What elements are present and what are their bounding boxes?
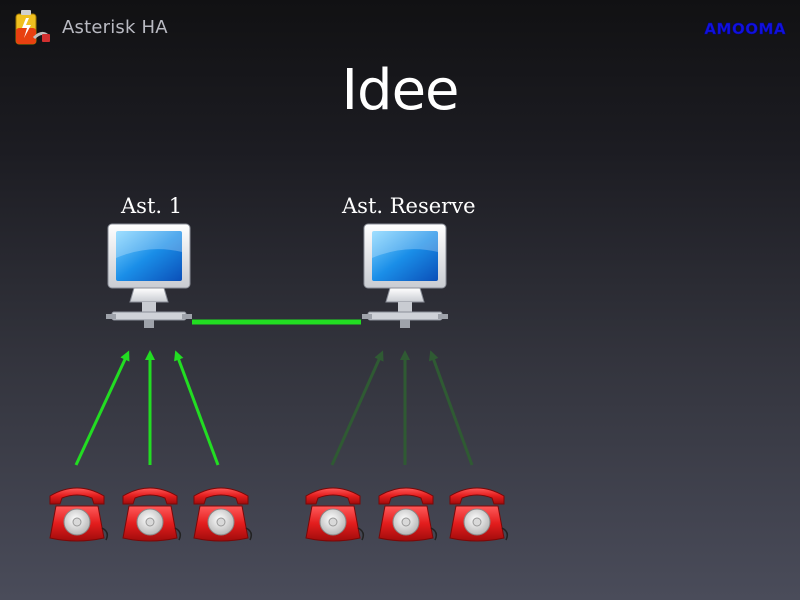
app-title: Asterisk HA (62, 17, 168, 38)
battery-plug-icon (15, 10, 50, 45)
amooma-logo: AMOOMA (704, 20, 786, 38)
rotary-phone-icon (49, 487, 109, 542)
primary-server-computer-icon (106, 223, 192, 328)
rotary-phone-icon (193, 487, 253, 542)
primary-server-label: Ast. 1 (121, 194, 183, 218)
rotary-phone-icon (449, 487, 509, 542)
rotary-phone-icon (305, 487, 365, 542)
slide-header: Asterisk HA AMOOMA (0, 0, 800, 60)
rotary-phone-icon (122, 487, 182, 542)
backup-server-computer-icon (362, 223, 448, 328)
arrow-primary-3 (174, 350, 220, 466)
arrow-backup-3 (429, 350, 474, 466)
arrow-primary-1 (74, 350, 130, 466)
slide-title: Idee (341, 58, 460, 123)
rotary-phone-icon (378, 487, 438, 542)
backup-server-label: Ast. Reserve (342, 194, 476, 218)
arrow-backup-1 (330, 350, 384, 466)
